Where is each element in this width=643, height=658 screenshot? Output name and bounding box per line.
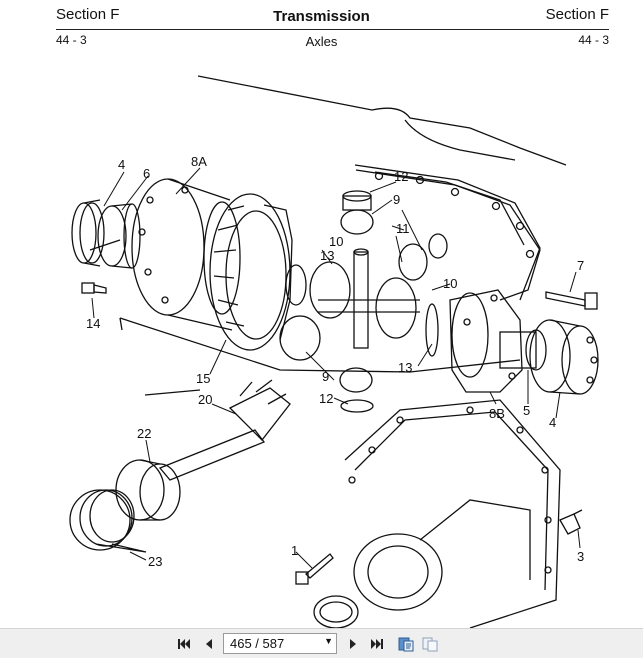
callout-label: 12 <box>394 169 408 184</box>
pinion-bearing <box>115 459 181 521</box>
callout-label: 3 <box>577 549 584 564</box>
axle-housing-lower <box>313 399 561 628</box>
page-header: Section F Transmission Section F 44 - 3 … <box>0 0 643 52</box>
differential-case-left <box>131 178 241 331</box>
bearing-left <box>71 199 141 269</box>
callout-label: 9 <box>322 369 329 384</box>
clip-3 <box>559 509 583 535</box>
callout-labels: 4 6 8A 12 9 10 11 7 10 13 13 14 15 9 12 … <box>86 154 584 569</box>
callout-label: 10 <box>443 276 457 291</box>
cross-shaft-and-gears <box>279 190 448 413</box>
ring-gear <box>209 193 293 351</box>
prev-page-icon[interactable] <box>200 635 218 653</box>
callout-label: 20 <box>198 392 212 407</box>
axle-housing-outline <box>89 75 567 396</box>
callout-label: 8A <box>191 154 207 169</box>
callout-label: 4 <box>549 415 556 430</box>
next-page-icon[interactable] <box>344 635 362 653</box>
section-label-right: Section F <box>545 6 609 23</box>
page-selector[interactable]: 465 / 587 ▼ <box>223 633 337 654</box>
callout-label: 11 <box>396 221 410 236</box>
callout-label: 6 <box>143 166 150 181</box>
callout-label: 12 <box>319 391 333 406</box>
viewer-toolbar: 465 / 587 ▼ <box>0 628 643 658</box>
callout-label: 22 <box>137 426 151 441</box>
bolt-7 <box>545 291 598 310</box>
copy-page-icon[interactable] <box>421 635 439 653</box>
last-page-icon[interactable] <box>368 635 386 653</box>
callout-label: 23 <box>148 554 162 569</box>
callout-label: 8B <box>489 406 505 421</box>
differential-case-right <box>449 289 547 393</box>
page-indicator: 465 / 587 <box>230 636 285 651</box>
callout-label: 9 <box>393 192 400 207</box>
bearing-right <box>529 319 599 395</box>
save-page-icon[interactable] <box>397 635 415 653</box>
callout-label: 1 <box>291 543 298 558</box>
leader-lines <box>91 167 581 569</box>
page-number-left: 44 - 3 <box>56 33 87 47</box>
page-title: Transmission <box>273 8 370 25</box>
pinion-shims <box>69 489 147 553</box>
callout-label: 13 <box>320 248 334 263</box>
pinion-shaft <box>158 379 291 481</box>
callout-label: 14 <box>86 316 100 331</box>
callout-label: 5 <box>523 403 530 418</box>
first-page-icon[interactable] <box>175 635 193 653</box>
callout-label: 10 <box>329 234 343 249</box>
callout-label: 13 <box>398 360 412 375</box>
callout-label: 7 <box>577 258 584 273</box>
gasket-plate <box>355 169 541 301</box>
bolt-14 <box>81 282 107 294</box>
bolt-1 <box>295 553 334 585</box>
header-rule <box>56 29 609 30</box>
section-label-left: Section F <box>56 6 120 23</box>
page-subtitle: Axles <box>305 34 338 49</box>
page-number-right: 44 - 3 <box>578 33 609 47</box>
chevron-down-icon: ▼ <box>324 636 333 646</box>
exploded-diagram: 4 6 8A 12 9 10 11 7 10 13 13 14 15 9 12 … <box>0 52 643 628</box>
callout-label: 15 <box>196 371 210 386</box>
callout-label: 4 <box>118 157 125 172</box>
